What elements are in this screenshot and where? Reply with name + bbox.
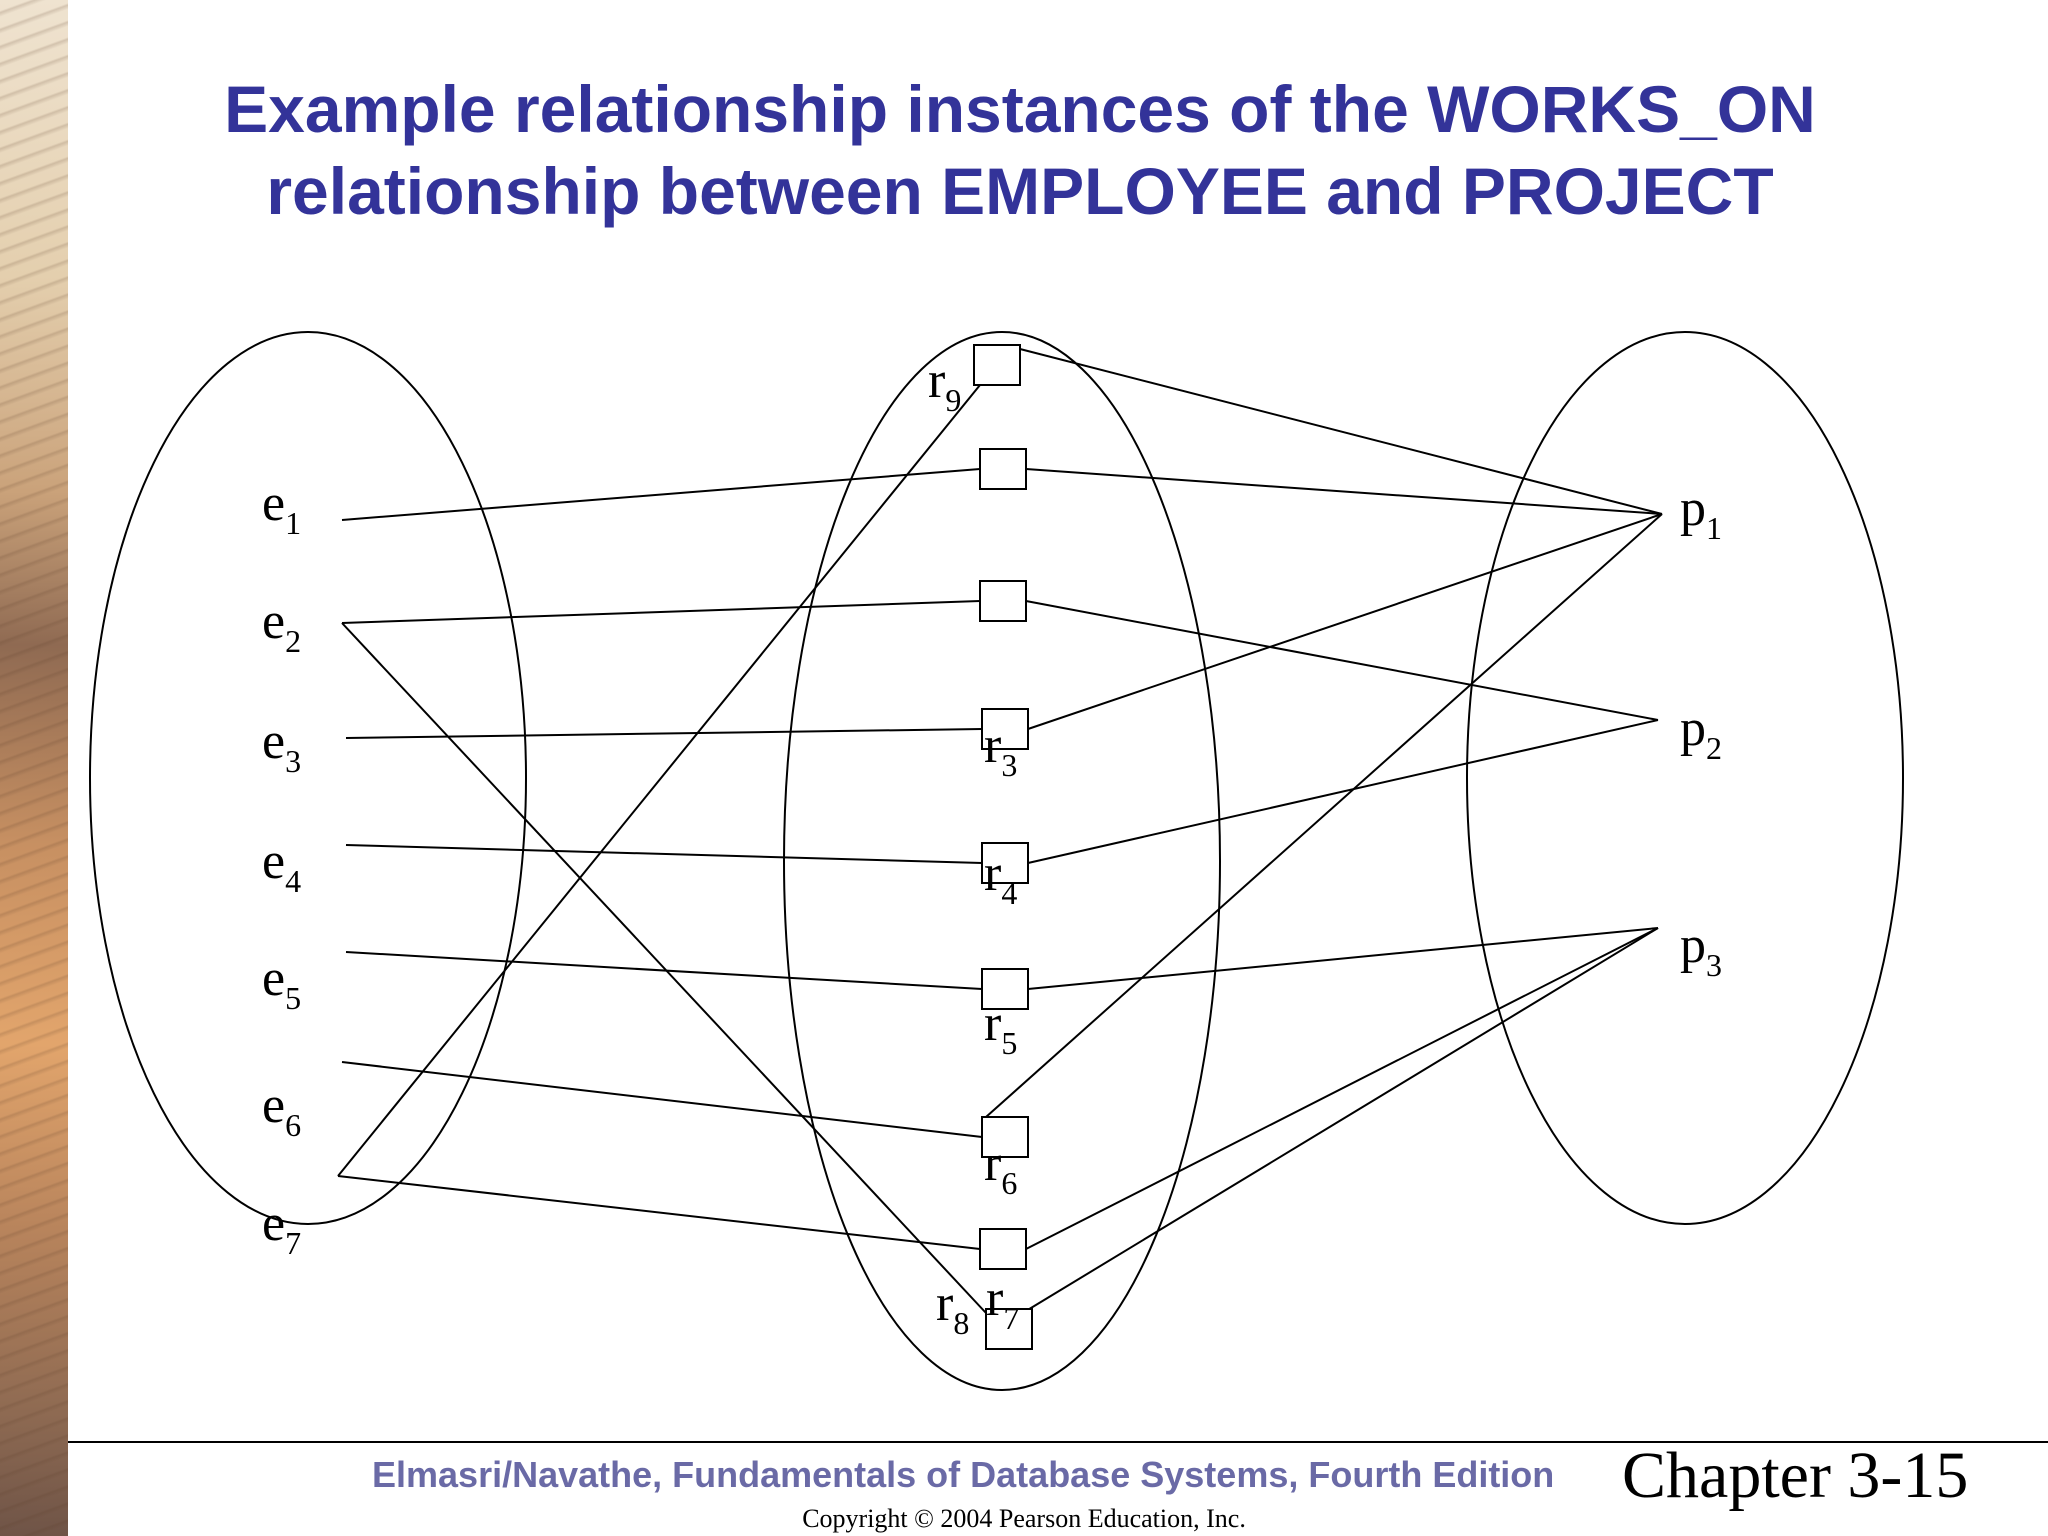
edge-r2-p2 [1025,600,1659,721]
decorative-side-strip [0,0,68,1536]
relationship-box-r9 [973,344,1021,386]
relationship-label-r7: r7 [986,1270,1019,1336]
footer-book-citation: Elmasri/Navathe, Fundamentals of Databas… [372,1454,1555,1495]
project-label-p3: p3 [1680,917,1722,983]
edge-e1-r1 [341,468,981,521]
employee-label-e3: e3 [262,713,301,779]
project-label-p1: p1 [1680,480,1722,546]
edge-e7-r7 [337,1175,981,1250]
employee-label-e1: e1 [262,475,301,541]
edge-r9-p1 [1019,348,1663,515]
edge-r3-p1 [1027,513,1663,730]
edge-r5-p3 [1027,927,1659,990]
relationship-label-r4: r4 [984,845,1017,911]
works-on-set-ellipse [783,331,1221,1391]
chapter-page-number: Chapter 3-15 [1622,1439,1969,1512]
edge-r6-p1 [985,513,1663,1118]
employee-label-e7: e7 [262,1195,301,1261]
relationship-label-r5: r5 [984,995,1017,1061]
slide-title-line-2: relationship between EMPLOYEE and PROJEC… [266,154,1774,228]
employee-label-e6: e6 [262,1077,301,1143]
employee-label-e5: e5 [262,950,301,1016]
edge-r8-p3 [1025,927,1659,1312]
edge-e2-r8 [341,622,987,1314]
relationship-label-r3: r3 [984,717,1017,783]
edge-e4-r4 [345,844,983,864]
employee-label-e4: e4 [262,833,301,899]
edge-r4-p2 [1027,719,1659,864]
footer-divider [68,1441,2048,1443]
relationship-box-r5 [981,968,1029,1010]
slide-title-line-1: Example relationship instances of the WO… [224,72,1816,146]
edge-e7-r9 [337,384,981,1177]
relationship-box-r7 [979,1228,1027,1270]
edge-e2-r2 [341,600,981,624]
relationship-label-r9: r9 [928,352,961,418]
relationship-box-r3 [981,708,1029,750]
relationship-label-r6: r6 [984,1135,1017,1201]
employee-set-ellipse [89,331,527,1225]
relationship-box-r6 [981,1116,1029,1158]
edge-e6-r6 [341,1061,983,1138]
project-label-p2: p2 [1680,700,1722,766]
edge-e3-r3 [345,728,983,739]
relationship-box-r2 [979,580,1027,622]
relationship-box-r1 [979,448,1027,490]
relationship-box-r4 [981,842,1029,884]
project-set-ellipse [1466,331,1904,1225]
edge-e5-r5 [345,951,983,990]
relationship-box-r8 [985,1308,1033,1350]
edge-r7-p3 [1025,927,1659,1250]
works-on-diagram: e1 e2 e3 e4 e5 e6 e7 p1 p2 p3 r3 r4 r5 r6 r7 r8 r9 [89,331,1904,1391]
slide-title: Example relationship instances of the WO… [140,68,1900,232]
copyright-notice: Copyright © 2004 Pearson Education, Inc. [802,1504,1246,1533]
relationship-label-r8: r8 [936,1275,969,1341]
employee-label-e2: e2 [262,593,301,659]
edge-r1-p1 [1025,468,1663,515]
